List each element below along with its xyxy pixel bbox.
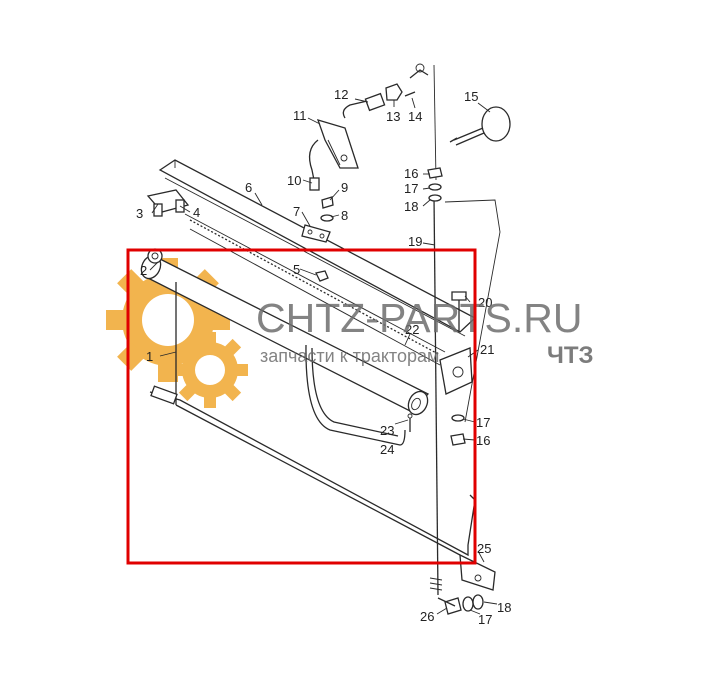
callout-7: 7 bbox=[293, 204, 300, 219]
callout-4: 4 bbox=[193, 205, 200, 220]
callout-3: 3 bbox=[136, 206, 143, 221]
callout-8: 8 bbox=[341, 208, 348, 223]
callout-18-bottom: 18 bbox=[497, 600, 511, 615]
callout-14: 14 bbox=[408, 109, 422, 124]
callout-17-mid: 17 bbox=[476, 415, 490, 430]
callout-10: 10 bbox=[287, 173, 301, 188]
callout-16-top: 16 bbox=[404, 166, 418, 181]
callout-19: 19 bbox=[408, 234, 422, 249]
watermark: CHTZ-PARTS.RU запчасти к тракторам ЧТЗ bbox=[256, 295, 594, 369]
callout-21: 21 bbox=[480, 342, 494, 357]
watermark-gear-icon bbox=[106, 258, 248, 408]
callout-20: 20 bbox=[478, 295, 492, 310]
highlight-frame bbox=[126, 248, 477, 565]
callout-16-mid: 16 bbox=[476, 433, 490, 448]
callout-17-bottom: 17 bbox=[478, 612, 492, 627]
callout-9: 9 bbox=[341, 180, 348, 195]
callout-23: 23 bbox=[380, 423, 394, 438]
callout-18-top: 18 bbox=[404, 199, 418, 214]
callout-1: 1 bbox=[146, 349, 153, 364]
callout-labels: 1 2 3 4 5 6 7 8 9 10 11 12 13 14 15 16 1… bbox=[136, 87, 511, 627]
callout-13: 13 bbox=[386, 109, 400, 124]
callout-6: 6 bbox=[245, 180, 252, 195]
callout-2: 2 bbox=[140, 263, 147, 278]
callout-15: 15 bbox=[464, 89, 478, 104]
watermark-brand: ЧТЗ bbox=[547, 342, 594, 369]
callout-5: 5 bbox=[293, 262, 300, 277]
watermark-main: CHTZ-PARTS.RU bbox=[256, 295, 582, 341]
callout-12: 12 bbox=[334, 87, 348, 102]
watermark-sub: запчасти к тракторам bbox=[260, 346, 439, 366]
callout-26: 26 bbox=[420, 609, 434, 624]
callout-25: 25 bbox=[477, 541, 491, 556]
callout-22: 22 bbox=[405, 322, 419, 337]
callout-17-top: 17 bbox=[404, 181, 418, 196]
callout-11: 11 bbox=[293, 108, 307, 123]
callout-24: 24 bbox=[380, 442, 394, 457]
assembly-drawing bbox=[140, 63, 511, 615]
